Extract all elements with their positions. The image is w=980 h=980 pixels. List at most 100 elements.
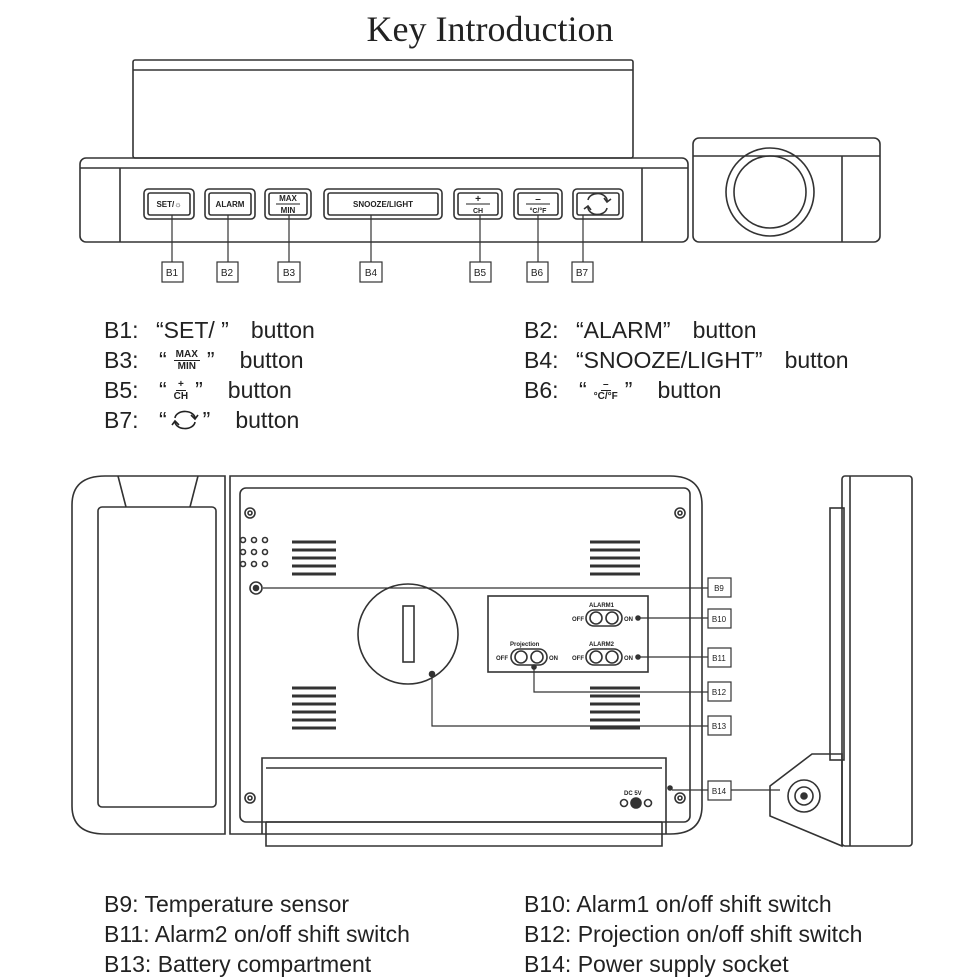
alarm1-label: ALARM1	[589, 603, 615, 609]
page-title: Key Introduction	[366, 9, 614, 49]
legend-b3-suffix: button	[239, 347, 304, 373]
legend-b10: B10: Alarm1 on/off shift switch	[524, 891, 832, 917]
callout-b14: B14	[712, 787, 727, 796]
alarm1-on: ON	[624, 617, 633, 623]
b3-button[interactable]	[264, 188, 312, 220]
legend-b14: B14: Power supply socket	[524, 951, 789, 977]
back-leaders	[263, 587, 780, 791]
alarm2-label: ALARM2	[589, 642, 615, 648]
dc-label: DC 5V	[624, 791, 642, 797]
callout-b2: B2	[221, 268, 234, 279]
callout-b12: B12	[712, 688, 727, 697]
callout-b5: B5	[474, 268, 487, 279]
legend-b6-top: –	[600, 378, 611, 391]
legend-b4-id: B4:	[524, 347, 559, 373]
legend-b7: B7: “ ” button	[104, 407, 300, 433]
legend-b1-id: B1:	[104, 317, 139, 343]
legend-b2: B2: “ALARM” button	[524, 315, 849, 345]
projection-on: ON	[549, 656, 558, 662]
legend-b5-id: B5:	[104, 377, 139, 403]
b1-button-label: SET/☼	[156, 200, 181, 209]
legend-b2-id: B2:	[524, 317, 559, 343]
projector-head	[692, 137, 881, 243]
top-view	[79, 59, 881, 243]
parts-legend-right: B10: Alarm1 on/off shift switch B12: Pro…	[524, 889, 862, 979]
b2-button[interactable]	[204, 188, 256, 220]
device-body	[79, 157, 689, 243]
projector-lens	[725, 147, 815, 237]
callout-b13: B13	[712, 722, 727, 731]
housing-top	[132, 59, 634, 159]
alarm2-switch[interactable]	[585, 648, 623, 666]
legend-b5-bottom: CH	[173, 390, 189, 402]
legend-b2-text: “ALARM”	[576, 317, 671, 343]
stand	[261, 757, 667, 834]
callout-b6: B6	[531, 268, 544, 279]
projection-off: OFF	[496, 656, 508, 662]
callout-b7: B7	[576, 268, 589, 279]
back-view	[71, 475, 703, 847]
alarm1-switch[interactable]	[585, 609, 623, 627]
legend-b3: B3: “ MAX MIN ” button	[104, 347, 304, 373]
legend-b5-suffix: button	[227, 377, 292, 403]
callout-b1: B1	[166, 268, 179, 279]
b2-button-label: ALARM	[216, 200, 245, 209]
b6-button-bottom: °C/°F	[530, 207, 548, 215]
legend-b6-bottom: °C/°F	[593, 390, 618, 402]
b5-button-bottom: CH	[473, 208, 483, 215]
legend-b4: B4: “SNOOZE/LIGHT” button	[524, 345, 849, 375]
callout-b4: B4	[365, 268, 378, 279]
b4-button-label: SNOOZE/LIGHT	[353, 200, 413, 209]
back-callout-boxes	[707, 577, 732, 801]
b6-button-top: –	[535, 194, 541, 205]
legend-b1: B1: “SET/ ” button	[104, 315, 315, 345]
button-legend-right: B2: “ALARM” button B4: “SNOOZE/LIGHT” bu…	[524, 315, 849, 405]
legend-b6: B6: “ – °C/°F ” button	[524, 377, 722, 403]
switch-panel	[487, 595, 649, 673]
legend-b9: B9: Temperature sensor	[104, 891, 350, 917]
dc-socket[interactable]	[619, 797, 653, 809]
b3-button-top: MAX	[279, 194, 297, 203]
top-leaders	[171, 215, 584, 262]
legend-b7-id: B7:	[104, 407, 139, 433]
b7-button[interactable]	[572, 188, 624, 220]
b5-button[interactable]	[453, 188, 503, 220]
legend-b6-suffix: button	[657, 377, 722, 403]
projection-switch[interactable]	[510, 648, 548, 666]
legend-b4-suffix: button	[784, 347, 849, 373]
b4-button[interactable]	[323, 188, 443, 220]
b5-button-top: +	[475, 194, 481, 205]
legend-b11: B11: Alarm2 on/off shift switch	[104, 921, 410, 947]
alarm1-off: OFF	[572, 617, 584, 623]
legend-b1-suffix: button	[250, 317, 315, 343]
back-panel	[229, 475, 703, 835]
side-socket	[787, 779, 821, 813]
alarm2-on: ON	[624, 656, 633, 662]
top-callout-boxes	[161, 261, 594, 283]
b3-button-bottom: MIN	[281, 206, 296, 215]
button-legend-left: B1: “SET/ ” button B3: “ MAX MIN ” butto…	[104, 315, 315, 435]
legend-b4-text: “SNOOZE/LIGHT”	[576, 347, 763, 373]
legend-b3-symbol: MAX MIN	[173, 348, 200, 372]
legend-b1-text: “SET/ ”	[156, 317, 229, 343]
side-view	[769, 475, 913, 848]
temperature-sensor	[249, 581, 263, 595]
legend-b3-bottom: MIN	[177, 360, 196, 372]
legend-b2-suffix: button	[692, 317, 757, 343]
rotate-icon	[171, 410, 199, 430]
legend-b5: B5: “ + CH ” button	[104, 377, 292, 403]
legend-b5-symbol: + CH	[174, 379, 188, 402]
legend-b3-top: MAX	[173, 348, 200, 361]
callout-b9: B9	[714, 584, 724, 593]
b1-button[interactable]	[143, 188, 195, 220]
legend-b7-suffix: button	[235, 407, 300, 433]
legend-b3-id: B3:	[104, 347, 139, 373]
legend-b6-symbol: – °C/°F	[594, 379, 618, 402]
parts-legend-left: B9: Temperature sensor B11: Alarm2 on/of…	[104, 889, 410, 979]
battery-compartment[interactable]	[357, 583, 459, 685]
rotate-icon	[583, 192, 612, 216]
projection-label: Projection	[510, 642, 540, 648]
legend-b6-id: B6:	[524, 377, 559, 403]
callout-b3: B3	[283, 268, 296, 279]
alarm2-off: OFF	[572, 656, 584, 662]
